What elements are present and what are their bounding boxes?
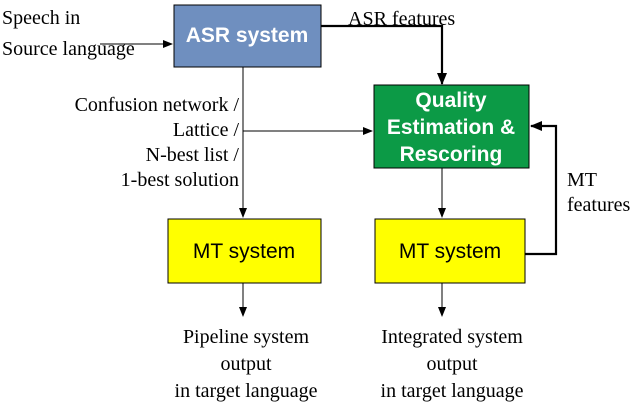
hypothesis-line-1: Confusion network / (75, 94, 240, 116)
asr-box-label: ASR system (186, 24, 309, 47)
mt-features-line-2: features (567, 194, 631, 216)
integrated-output-label: Integrated system output in target langu… (381, 326, 524, 402)
qe-line-1: Quality (415, 89, 487, 112)
mt-features-line-1: MT (567, 169, 597, 191)
asr-output-types-label: Confusion network / Lattice / N-best lis… (75, 94, 240, 191)
mt-right-shape (374, 218, 526, 284)
pipeline-line-1: Pipeline system (183, 326, 310, 348)
integrated-line-2: output (426, 353, 478, 375)
asr-features-label: ASR features (348, 8, 455, 30)
pipeline-line-3: in target language (175, 380, 318, 402)
hypothesis-line-4: 1-best solution (121, 169, 239, 191)
qe-line-3: Rescoring (400, 143, 503, 166)
mt-left-shape (167, 218, 322, 284)
qe-line-2: Estimation & (387, 116, 515, 139)
input-line-1: Speech in (2, 7, 80, 29)
quality-estimation-box: Quality Estimation & Rescoring (373, 84, 530, 169)
asr-features-arrow (321, 24, 447, 85)
mt-system-right-box: MT system (374, 218, 526, 284)
hypothesis-line-2: Lattice / (173, 119, 240, 141)
mt-right-label: MT system (399, 240, 501, 263)
asr-box-shape (173, 4, 322, 68)
pipeline-output-label: Pipeline system output in target languag… (175, 326, 318, 402)
mt-left-label: MT system (193, 240, 295, 263)
mt-features-feedback-arrow (525, 121, 558, 256)
hypothesis-line-3: N-best list / (146, 144, 240, 166)
input-speech-label: Speech in Source language (2, 7, 135, 60)
mt-system-left-box: MT system (167, 218, 322, 284)
integrated-line-3: in target language (381, 380, 524, 402)
input-line-2: Source language (2, 38, 135, 60)
integrated-line-1: Integrated system (381, 326, 523, 348)
qe-box-shape (373, 84, 530, 169)
pipeline-line-2: output (220, 353, 272, 375)
mt-features-label: MT features (567, 169, 631, 216)
asr-system-box: ASR system (173, 4, 322, 68)
